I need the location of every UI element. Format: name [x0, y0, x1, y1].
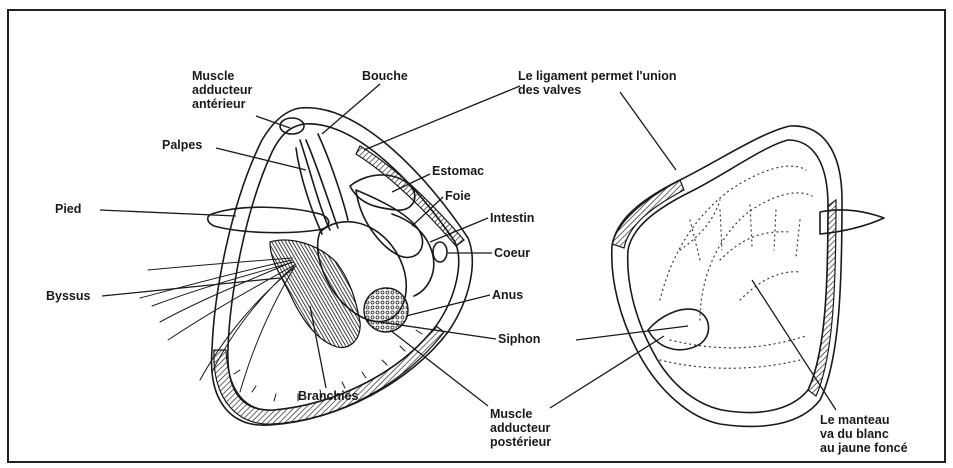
leader-lines — [100, 84, 836, 410]
right-shell-inner — [628, 140, 828, 413]
heart-shape — [433, 242, 447, 262]
label-ligament-2: des valves — [518, 83, 581, 97]
label-muscle-posterieur-3: postérieur — [490, 435, 551, 449]
label-manteau-3: au jaune foncé — [820, 441, 908, 455]
label-intestin: Intestin — [490, 211, 534, 225]
label-coeur: Coeur — [494, 246, 530, 260]
label-manteau-1: Le manteau — [820, 413, 889, 427]
label-muscle-posterieur-1: Muscle — [490, 407, 532, 421]
open-mussel-drawing — [140, 108, 472, 426]
label-muscle-posterieur-2: adducteur — [490, 421, 551, 435]
label-muscle-anterieur-3: antérieur — [192, 97, 246, 111]
label-muscle-anterieur-1: Muscle — [192, 69, 234, 83]
right-ligament-band — [612, 180, 684, 248]
foot-shape — [208, 207, 329, 232]
label-byssus: Byssus — [46, 289, 91, 303]
label-foie: Foie — [445, 189, 471, 203]
label-pied: Pied — [55, 202, 81, 216]
label-siphon: Siphon — [498, 332, 540, 346]
label-manteau-2: va du blanc — [820, 427, 889, 441]
label-bouche: Bouche — [362, 69, 408, 83]
palps-shape — [296, 134, 348, 234]
closed-mussel-drawing — [612, 126, 884, 427]
label-estomac: Estomac — [432, 164, 484, 178]
label-ligament-1: Le ligament permet l'union — [518, 69, 677, 83]
label-anus: Anus — [492, 288, 523, 302]
label-branchies: Branchies — [298, 389, 358, 403]
label-palpes: Palpes — [162, 138, 202, 152]
label-muscle-anterieur-2: adducteur — [192, 83, 253, 97]
